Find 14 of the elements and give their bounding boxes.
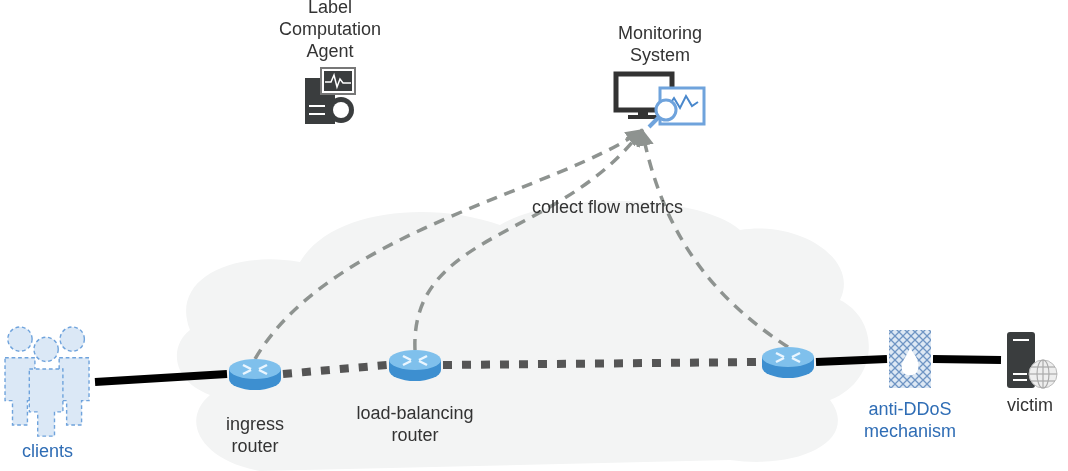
node-label: load-balancing router (355, 402, 475, 446)
annotation-text: collect flow metrics (532, 196, 684, 218)
node-label: Monitoring System (616, 22, 703, 66)
node-label: anti-DDoS mechanism (863, 398, 957, 442)
node-label: Label Computation Agent (277, 0, 383, 62)
node-label: ingress router (225, 413, 285, 457)
arrow (413, 128, 644, 351)
connector-line (282, 361, 388, 378)
node-label: clients (22, 440, 73, 462)
connector-line (815, 355, 888, 366)
node-label: victim (1007, 394, 1053, 416)
connector-line (94, 370, 228, 386)
arrow (636, 128, 789, 349)
connector-line (932, 355, 1002, 364)
